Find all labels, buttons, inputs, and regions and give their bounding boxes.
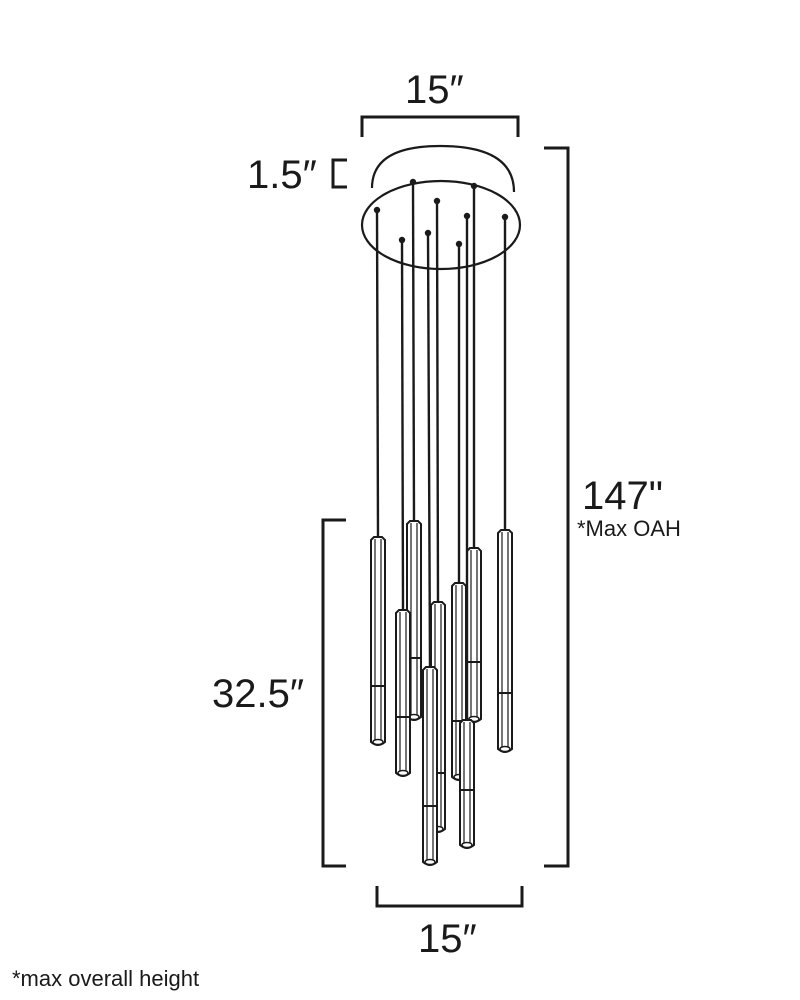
cord-anchor [424,229,432,237]
tube-end [499,745,511,753]
pendant-tube [370,536,386,746]
top-width-label: 15″ [405,68,464,112]
pendant [395,236,411,777]
cluster-height-label: 32.5″ [212,672,305,716]
pendant [451,240,467,781]
pendant-tube [459,719,475,849]
max-oah-note: *Max OAH [577,516,681,541]
canopy-height-bracket [331,158,347,189]
tube-end [461,841,473,849]
pendant-cord [435,200,440,603]
pendant-cord [426,232,432,668]
pendant [466,182,482,723]
cord-anchor [455,240,463,248]
cord-anchor [433,197,441,205]
pendant-tube [466,547,482,723]
pendant [422,229,438,866]
pendant [497,213,513,753]
canopy-height-label: 1.5″ [247,153,317,197]
top-width-bracket [360,115,520,137]
canopy [360,144,522,271]
tube-end [424,858,436,866]
overall-height-label: 147" [582,474,663,518]
tube-end [397,769,409,777]
cord-anchor [409,178,417,186]
footnote: *max overall height [12,966,200,991]
pendant-cord [411,181,416,522]
pendant-tube [395,609,411,777]
cord-anchor [501,213,509,221]
bottom-width-bracket [375,886,524,908]
overall-height-bracket [544,146,570,868]
pendant-tube [422,666,438,866]
cord-anchor [398,236,406,244]
cord-anchor [463,212,471,220]
bottom-width-label: 15″ [418,917,477,961]
pendant-cord [400,239,405,611]
pendant [459,212,475,849]
cluster-height-bracket [321,518,346,868]
pendants [370,178,513,866]
cord-anchor [373,206,381,214]
pendant [370,206,386,746]
pendant-cord [375,209,380,538]
pendant-tube [497,529,513,753]
cord-anchor [470,182,478,190]
tube-end [372,738,384,746]
